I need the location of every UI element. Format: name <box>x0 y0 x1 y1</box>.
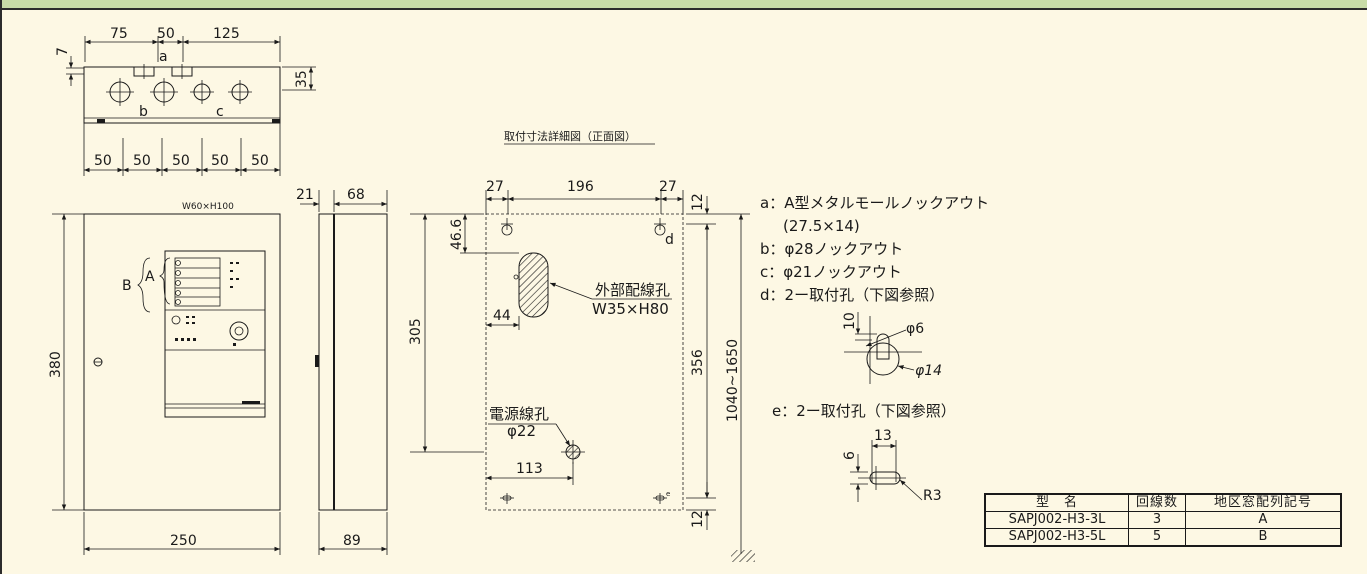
mount-slot-bottom-left <box>500 493 514 504</box>
power-hole-size: φ22 <box>507 422 536 440</box>
dim-27-right: 27 <box>659 179 677 195</box>
label-b: b <box>139 104 148 120</box>
mount-hole-top-right <box>654 218 666 236</box>
dim-44: 44 <box>493 308 511 324</box>
external-hole-size: W35×H80 <box>592 300 669 318</box>
title-bar <box>0 0 1367 10</box>
external-hole-label: 外部配線孔 <box>595 281 670 299</box>
dim-113: 113 <box>516 461 543 477</box>
dim-phi14: φ14 <box>915 363 942 379</box>
power-hole-label: 電源線孔 <box>489 405 549 423</box>
table-header-row: 型 名 回線数 地区窓配列記号 <box>984 493 1342 512</box>
header-circuits: 回線数 <box>1128 493 1186 512</box>
dim-89: 89 <box>343 533 361 549</box>
zone-windows <box>174 257 221 307</box>
dim-250: 250 <box>170 533 197 549</box>
bracket-label-b: B <box>122 278 132 294</box>
cell-circuits: 5 <box>1128 528 1186 547</box>
dim-12-top: 12 <box>690 193 706 211</box>
knockout-b-circles <box>106 78 178 106</box>
power-cable-hole <box>561 440 585 464</box>
mounting-detail: 取付寸法詳細図（正面図） 27 196 27 12 46.6 <box>408 129 755 562</box>
mount-hole-top-left <box>501 218 513 236</box>
side-view: 21 68 89 <box>296 187 388 555</box>
dim-10: 10 <box>842 312 858 330</box>
dim-12-bottom: 12 <box>690 510 706 528</box>
frame-border <box>0 0 2 574</box>
legend-c: c：φ21ノックアウト <box>760 263 902 281</box>
cell-circuits: 3 <box>1128 511 1186 529</box>
legend-b: b：φ28ノックアウト <box>760 240 903 258</box>
mount-slot-bottom-right <box>653 493 667 504</box>
dim-50-3: 50 <box>172 153 190 169</box>
legend-a-size: (27.5×14) <box>783 217 860 235</box>
cell-model: SAPJ002-H3-3L <box>984 511 1129 529</box>
dim-50-1: 50 <box>94 153 112 169</box>
dim-r3: R3 <box>923 488 942 504</box>
table-row: SAPJ002-H3-5L 5 B <box>984 528 1342 547</box>
dim-1040-1650: 1040~1650 <box>725 339 741 422</box>
test-switch-icon <box>229 321 249 341</box>
maker-logo <box>242 401 260 404</box>
cell-window-code: B <box>1185 528 1342 547</box>
dim-phi6: φ6 <box>906 321 924 337</box>
dim-27-left: 27 <box>486 179 504 195</box>
indicator-dial <box>171 315 181 325</box>
mount-outline <box>485 213 684 511</box>
dim-68: 68 <box>347 187 365 203</box>
header-model: 型 名 <box>984 493 1129 512</box>
dim-50: 50 <box>157 26 175 42</box>
zone-lamps <box>175 260 181 305</box>
dim-380: 380 <box>48 351 64 378</box>
dim-50-5: 50 <box>251 153 269 169</box>
dim-305: 305 <box>408 318 424 345</box>
dim-6: 6 <box>842 451 858 460</box>
door-lock-icon <box>93 357 103 367</box>
dim-125: 125 <box>213 26 240 42</box>
model-spec-table: 型 名 回線数 地区窓配列記号 SAPJ002-H3-3L 3 A SAPJ00… <box>984 493 1342 547</box>
floor-hatch <box>731 550 755 562</box>
legend-e: e：2ー取付孔（下図参照） <box>772 402 956 420</box>
dim-50-4: 50 <box>211 153 229 169</box>
legend: a：A型メタルモールノックアウト (27.5×14) b：φ28ノックアウト c… <box>760 194 989 420</box>
dim-356: 356 <box>690 349 706 376</box>
label-c: c <box>216 104 224 120</box>
front-view-body <box>83 213 281 511</box>
hole-detail-d: 10 φ6 φ14 <box>842 312 942 384</box>
dim-46-6: 46.6 <box>449 219 465 250</box>
dim-75: 75 <box>110 26 128 42</box>
dim-50-2: 50 <box>133 153 151 169</box>
external-wiring-hole <box>518 252 549 318</box>
label-e: e <box>666 490 670 498</box>
front-view: W60×H100 380 250 <box>48 202 281 555</box>
legend-a: a：A型メタルモールノックアウト <box>760 194 989 212</box>
cell-window-code: A <box>1185 511 1342 529</box>
header-window-code: 地区窓配列記号 <box>1185 493 1342 512</box>
top-view: 75 50 125 7 35 a <box>55 26 316 176</box>
hole-detail-e: 13 6 R3 <box>842 428 942 504</box>
window-size-label: W60×H100 <box>182 202 234 212</box>
control-panel <box>164 250 266 418</box>
dim-13: 13 <box>874 428 892 444</box>
bracket-label-a: A <box>145 269 155 285</box>
dim-196: 196 <box>567 179 594 195</box>
cell-model: SAPJ002-H3-5L <box>984 528 1129 547</box>
table-row: SAPJ002-H3-3L 3 A <box>984 511 1342 529</box>
legend-d: d：2ー取付孔（下図参照） <box>760 286 944 304</box>
knockout-c-circles <box>190 80 252 104</box>
label-d: d <box>665 232 674 248</box>
side-view-body <box>318 213 388 511</box>
mount-detail-title: 取付寸法詳細図（正面図） <box>504 129 636 143</box>
label-a: a <box>159 49 168 65</box>
dim-7: 7 <box>55 47 71 56</box>
dim-21: 21 <box>296 187 314 203</box>
dim-35: 35 <box>294 70 310 88</box>
